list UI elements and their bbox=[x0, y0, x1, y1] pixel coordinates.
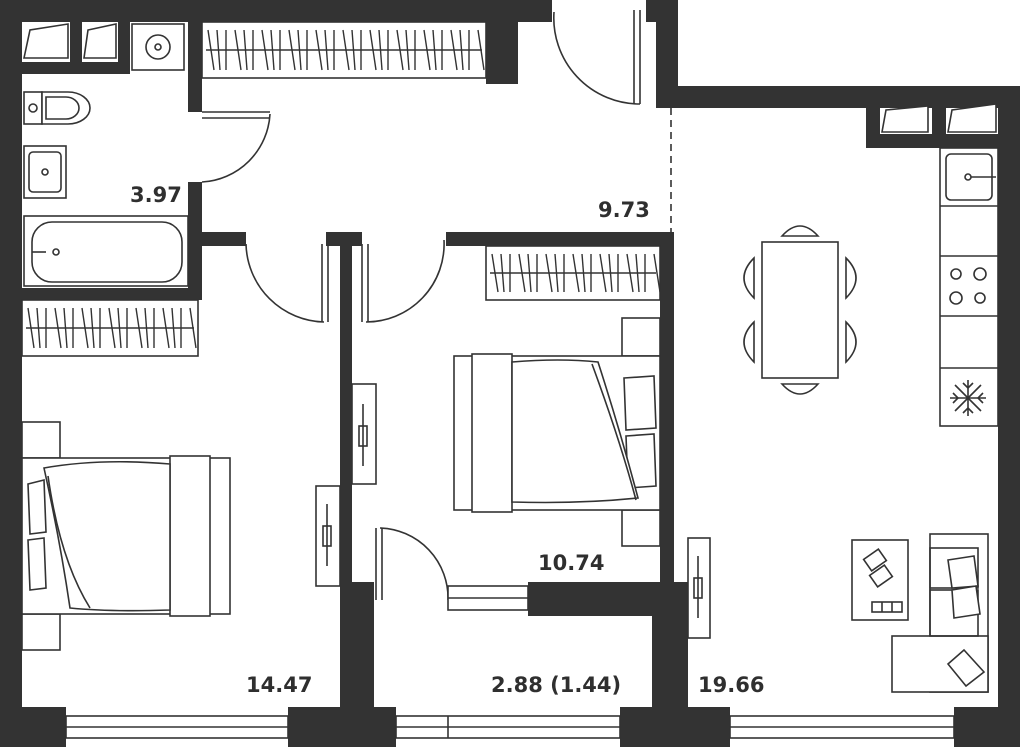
wall-kitchen-window-mid bbox=[932, 86, 946, 148]
dining-table-icon bbox=[743, 225, 857, 395]
kitchen-counter bbox=[939, 147, 999, 427]
room-area-bedroom-small: 10.74 bbox=[538, 551, 605, 575]
sofa-icon bbox=[891, 533, 989, 693]
room-area-kitchen-living: 19.66 bbox=[698, 673, 765, 697]
wall-left bbox=[0, 0, 22, 747]
washbasin-icon bbox=[23, 145, 67, 199]
wall-bottom-pillar-2 bbox=[288, 707, 396, 747]
wall-kitchen-window-left bbox=[866, 86, 880, 148]
window-bath-pane-1 bbox=[23, 23, 69, 59]
wall-top-right bbox=[656, 86, 1020, 108]
bathroom-door-swing bbox=[201, 113, 271, 183]
window-bath-pane-2 bbox=[83, 23, 117, 59]
wardrobes bbox=[21, 21, 661, 357]
doors bbox=[201, 10, 672, 611]
bedroom-large-door-swing bbox=[245, 243, 325, 323]
wall-top-left bbox=[0, 0, 552, 22]
wall-bath-window-post-2 bbox=[118, 0, 130, 70]
stove-icon bbox=[949, 267, 987, 305]
wall-bath-right-lower bbox=[188, 182, 202, 300]
double-bed-icon bbox=[21, 421, 231, 651]
bathroom-fixtures bbox=[23, 23, 189, 287]
washing-machine-icon bbox=[131, 23, 185, 71]
fridge-snowflake-icon bbox=[950, 380, 986, 416]
room-area-bedroom-large: 14.47 bbox=[246, 673, 313, 697]
wall-wardrobe-niche bbox=[486, 0, 518, 84]
wall-kitchen-window-bottom bbox=[866, 134, 1020, 148]
wall-bottom-pillar-3 bbox=[620, 707, 730, 747]
radiators bbox=[315, 383, 711, 639]
wall-corridor-stub-left bbox=[200, 232, 246, 246]
wall-bath-top bbox=[0, 62, 130, 74]
entrance-door-swing bbox=[553, 11, 641, 105]
wall-bath-window-post bbox=[70, 0, 82, 70]
room-area-loggia: 2.88 (1.44) bbox=[491, 673, 622, 697]
windows bbox=[23, 23, 997, 739]
wardrobe-hatch-line bbox=[653, 253, 661, 293]
wall-entry-jamb bbox=[656, 0, 678, 108]
tv-stand-icon bbox=[851, 539, 909, 621]
wall-right bbox=[998, 86, 1020, 747]
loggia-door-swing bbox=[379, 527, 449, 601]
living-furniture bbox=[851, 533, 989, 693]
kitchen bbox=[939, 147, 999, 427]
bedroom-small-door-swing bbox=[365, 239, 445, 323]
window-kitchen-pane-2 bbox=[947, 103, 997, 133]
sink-icon bbox=[945, 153, 996, 201]
toilet-icon bbox=[23, 91, 91, 125]
room-area-hallway: 9.73 bbox=[598, 198, 650, 222]
double-bed-icon bbox=[453, 317, 661, 547]
wall-bath-bottom bbox=[0, 288, 202, 300]
wall-partition-bedrooms bbox=[340, 232, 352, 624]
wall-bedroom-small-right bbox=[660, 232, 674, 612]
room-area-bathroom: 3.97 bbox=[130, 183, 182, 207]
bathtub-icon bbox=[23, 215, 189, 287]
wall-bedroom-small-top bbox=[446, 232, 674, 246]
wall-bottom-pillar-1 bbox=[0, 707, 66, 747]
wall-bath-right-upper bbox=[188, 0, 202, 112]
window-kitchen-pane-1 bbox=[881, 105, 929, 133]
wall-bottom-pillar-4 bbox=[954, 707, 1020, 747]
